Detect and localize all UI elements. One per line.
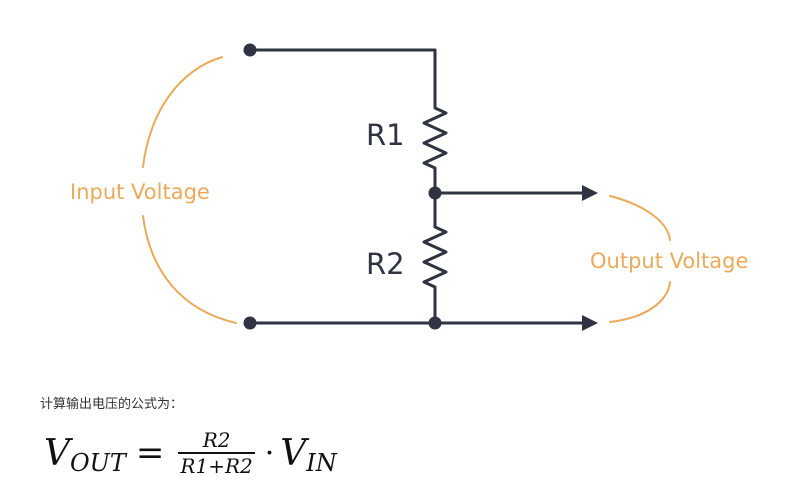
output-top-bracket-arc bbox=[609, 195, 671, 241]
output-top-arrow bbox=[582, 185, 598, 201]
bottom-junction-node bbox=[428, 316, 442, 330]
r1-label: R1 bbox=[366, 118, 405, 152]
output-bottom-bracket-arc bbox=[609, 281, 671, 323]
output-voltage-label: Output Voltage bbox=[590, 249, 748, 273]
top-input-wire bbox=[248, 48, 437, 105]
middle-junction-node bbox=[428, 186, 442, 200]
formula-numerator: R2 bbox=[202, 428, 231, 452]
r2-label: R2 bbox=[366, 247, 405, 281]
formula-caption: 计算输出电压的公式为： bbox=[40, 397, 184, 412]
input-bottom-bracket-arc bbox=[142, 215, 237, 324]
input-bottom-terminal bbox=[243, 316, 257, 330]
formula-dot: · bbox=[264, 435, 275, 471]
formula-in-subscript: IN bbox=[306, 449, 337, 477]
formula-denominator: R1+R2 bbox=[178, 452, 255, 478]
formula-fraction: R2 R1+R2 bbox=[178, 428, 255, 478]
formula-equals: = bbox=[135, 433, 165, 473]
input-top-bracket-arc bbox=[142, 56, 223, 168]
input-voltage-label: Input Voltage bbox=[70, 180, 210, 204]
input-top-terminal bbox=[243, 43, 257, 57]
formula-v-out-symbol: V bbox=[44, 432, 70, 474]
r1-resistor bbox=[422, 101, 448, 174]
voltage-divider-circuit: R1 R2 Input Voltage Output Voltage bbox=[70, 43, 748, 331]
formula-v-in-symbol: V bbox=[280, 432, 307, 474]
output-bottom-arrow bbox=[582, 315, 598, 331]
formula-out-subscript: OUT bbox=[70, 449, 126, 477]
r2-resistor bbox=[422, 220, 448, 294]
